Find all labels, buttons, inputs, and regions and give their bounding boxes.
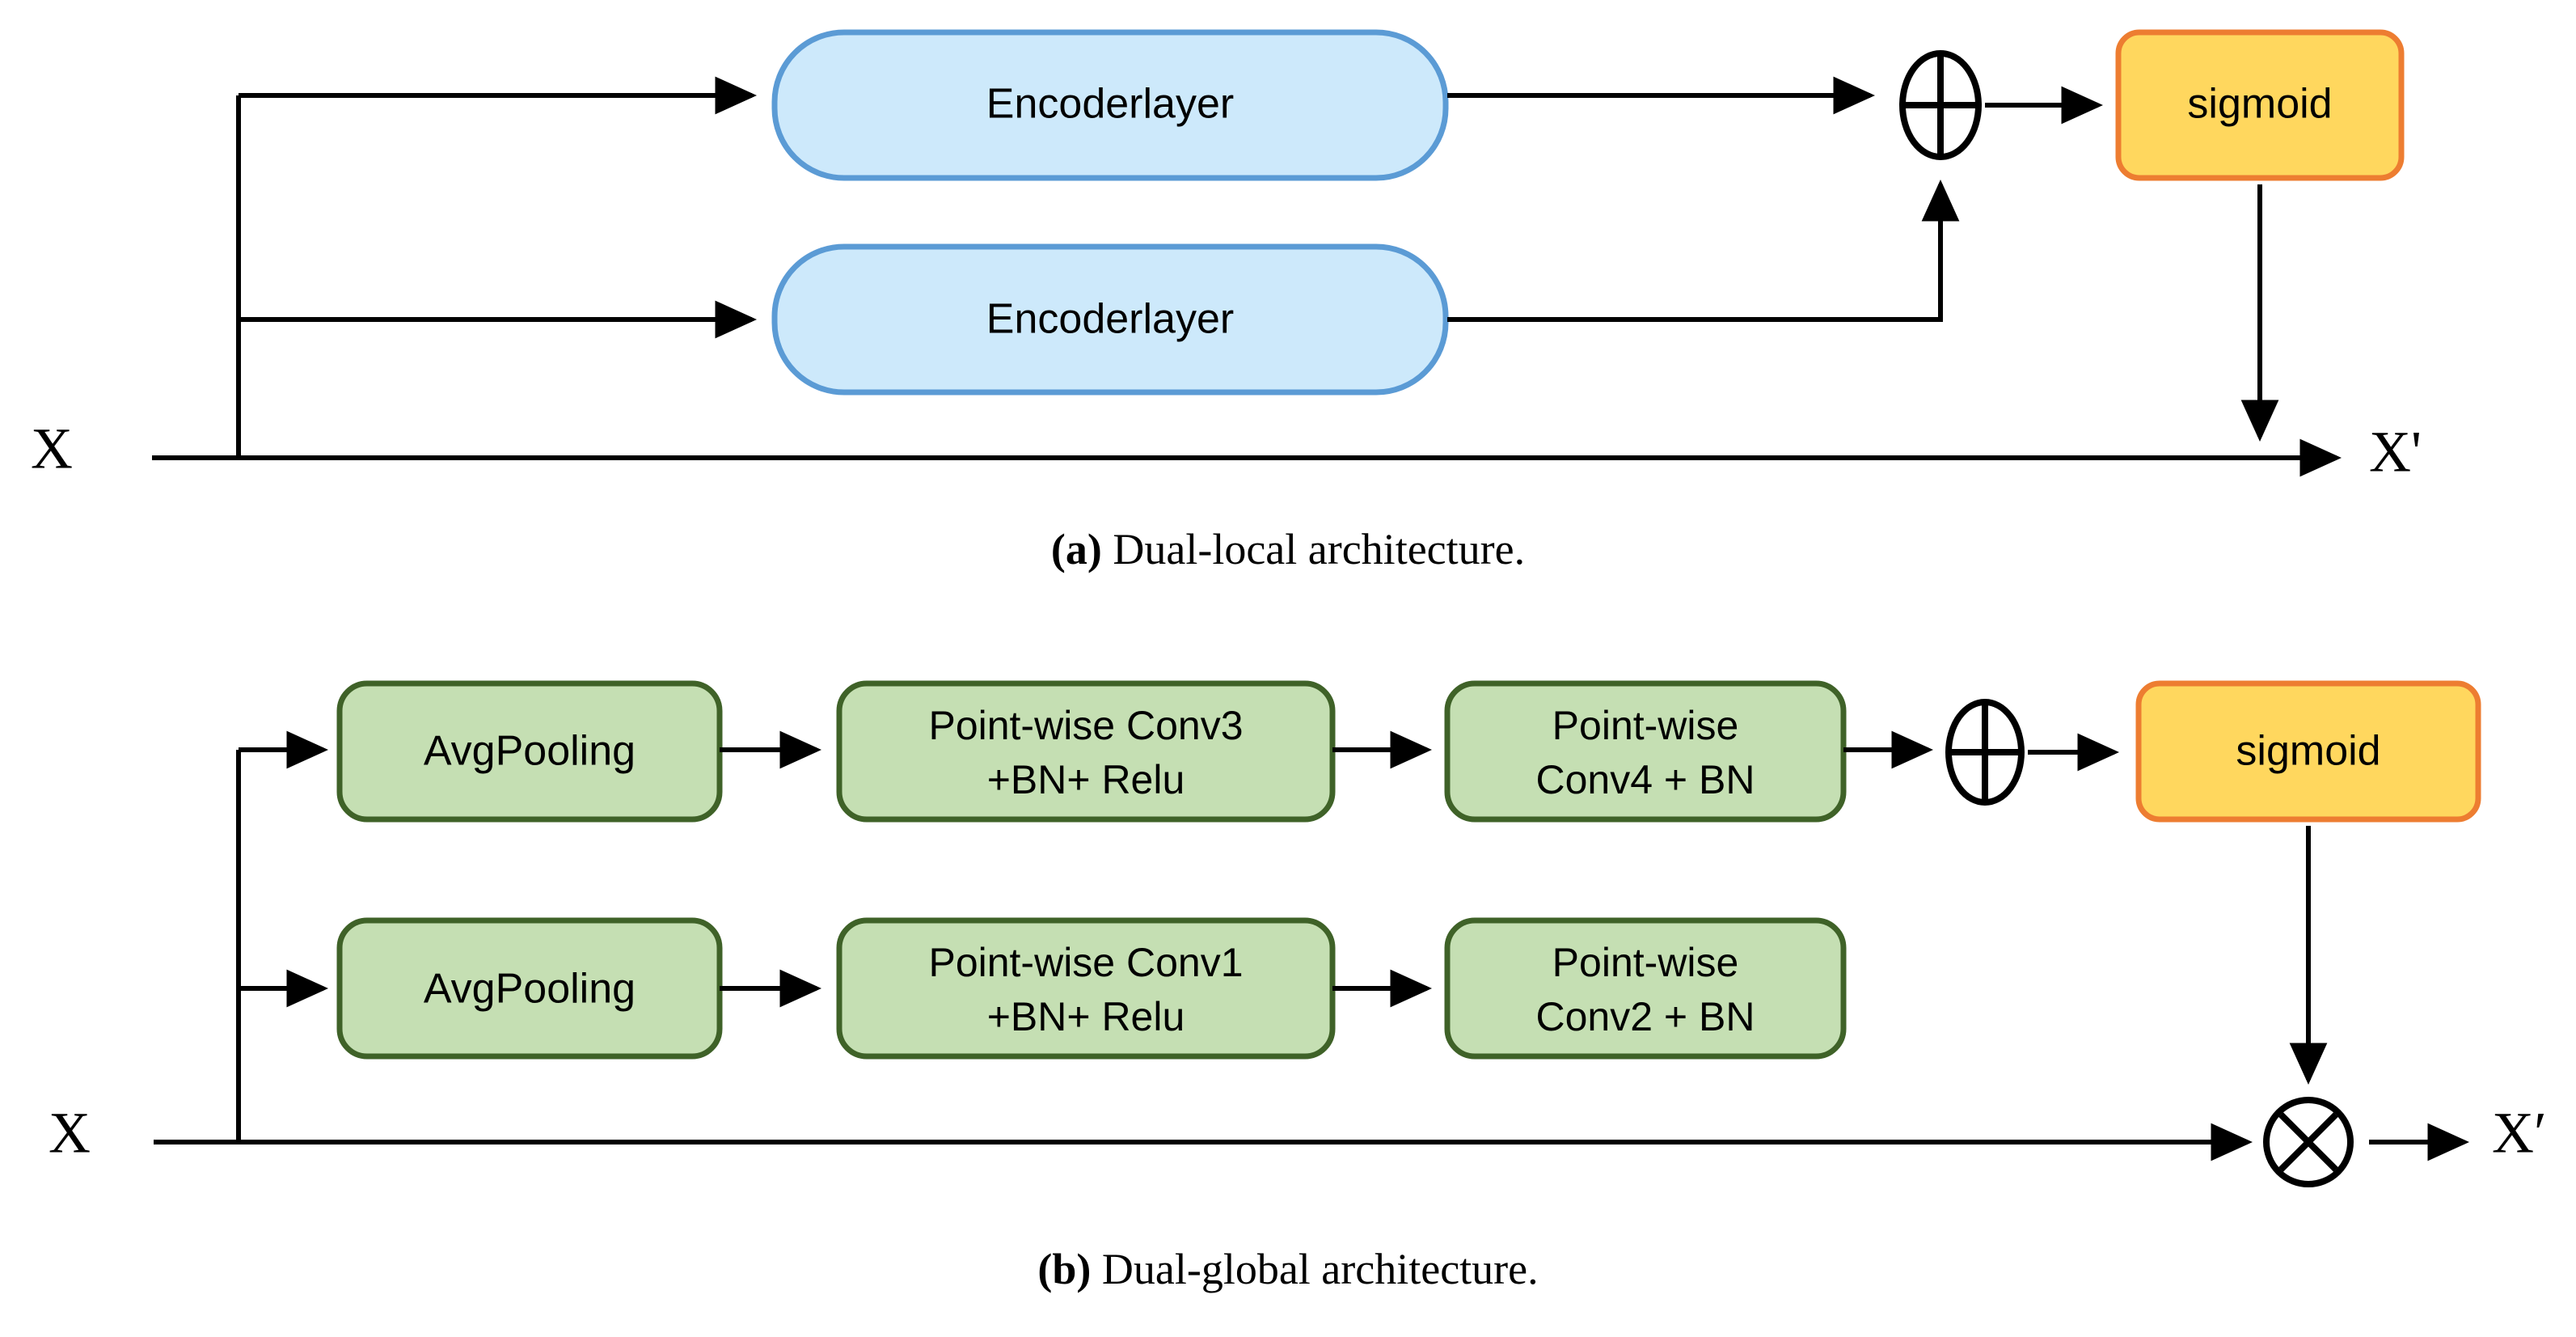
point-wise-conv2-label-line1: Point-wise xyxy=(1552,940,1739,985)
avg-pooling-top-label: AvgPooling xyxy=(424,728,636,775)
panel-b-sigmoid-box[interactable] xyxy=(2135,680,2481,823)
panel-a-output-label: X' xyxy=(2369,420,2422,484)
point-wise-conv1-label-line2: +BN+ Relu xyxy=(987,994,1185,1039)
panel-a-sigmoid-label: sigmoid xyxy=(2187,81,2332,128)
caption-panel-b-letter: (b) xyxy=(1037,1245,1092,1293)
caption-panel-a: (a) Dual-local architecture. xyxy=(0,524,2576,574)
point-wise-conv1-label-line1: Point-wise Conv1 xyxy=(928,940,1243,985)
point-wise-conv4-label-line2: Conv4 + BN xyxy=(1536,757,1755,802)
point-wise-conv3-label-line1: Point-wise Conv3 xyxy=(928,703,1243,748)
caption-panel-a-text: Dual-local architecture. xyxy=(1101,525,1526,573)
encoder-layer-bottom-label: Encoderlayer xyxy=(986,296,1234,343)
caption-panel-a-letter: (a) xyxy=(1050,525,1102,573)
panel-b-sigmoid-label: sigmoid xyxy=(2236,728,2380,775)
panel-a-add-operator[interactable] xyxy=(1899,50,1982,160)
panel-a-wire-encoder-bottom-to-add xyxy=(1447,179,1960,322)
point-wise-conv3-label-line2: +BN+ Relu xyxy=(987,757,1185,802)
panel-b-input-label: X xyxy=(49,1101,91,1166)
encoder-layer-top-box[interactable] xyxy=(771,29,1449,181)
panel-b-add-operator[interactable] xyxy=(1945,699,2025,806)
panel-b-multiply-operator[interactable] xyxy=(2263,1097,2354,1187)
point-wise-conv4-label-line1: Point-wise xyxy=(1552,703,1739,748)
panel-a-input-label: X xyxy=(31,417,73,481)
point-wise-conv2-box[interactable] xyxy=(1444,917,1847,1060)
panel-a-sigmoid-box[interactable] xyxy=(2115,29,2405,181)
encoder-layer-top-label: Encoderlayer xyxy=(986,81,1234,128)
panel-b: X AvgPooling Point-wise Conv3 +BN+ Relu … xyxy=(49,680,2547,1187)
point-wise-conv2-label-line2: Conv2 + BN xyxy=(1536,994,1755,1039)
panel-a: X Encoderlayer Encoderlayer xyxy=(31,29,2422,484)
caption-panel-b: (b) Dual-global architecture. xyxy=(0,1244,2576,1294)
caption-panel-b-text: Dual-global architecture. xyxy=(1091,1245,1539,1293)
encoder-layer-bottom-box[interactable] xyxy=(771,243,1449,396)
avg-pooling-bottom-label: AvgPooling xyxy=(424,966,636,1013)
panel-b-output-label: X′ xyxy=(2492,1101,2547,1166)
